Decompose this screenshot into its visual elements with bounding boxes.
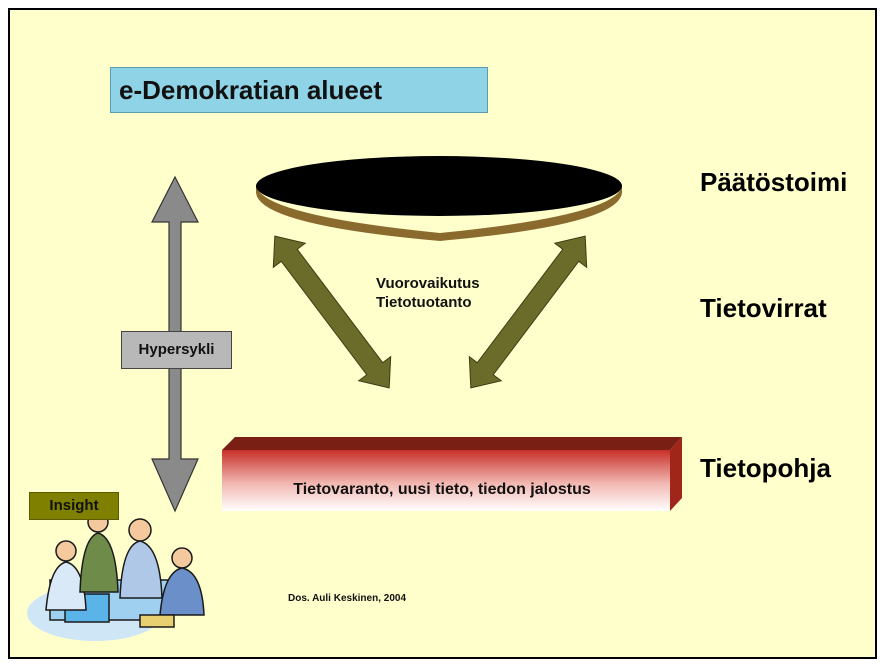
right-double-arrow (468, 235, 588, 389)
level-label-top: Päätöstoimi (700, 167, 848, 197)
diagram-graphics (27, 156, 682, 641)
slide: e-Demokratian alueet Päätöstoimi Tietovi… (8, 8, 877, 659)
interaction-label: Vuorovaikutus Tietotuotanto (376, 274, 480, 312)
interaction-label-line1: Vuorovaikutus (376, 275, 480, 292)
author-credit: Dos. Auli Keskinen, 2004 (288, 593, 407, 604)
hypercycle-label: Hypersykli (121, 331, 232, 369)
level-label-middle: Tietovirrat (700, 293, 827, 323)
left-double-arrow (272, 235, 392, 389)
team-clipart (27, 511, 205, 641)
knowledge-base-label: Tietovaranto, uusi tieto, tiedon jalostu… (293, 481, 591, 498)
level-label-bottom: Tietopohja (700, 453, 831, 483)
interaction-label-line2: Tietotuotanto (376, 294, 472, 311)
insight-label: Insight (29, 492, 119, 520)
decision-disk (256, 156, 622, 241)
knowledge-base-bar (222, 437, 682, 511)
page-title: e-Demokratian alueet (110, 67, 488, 113)
